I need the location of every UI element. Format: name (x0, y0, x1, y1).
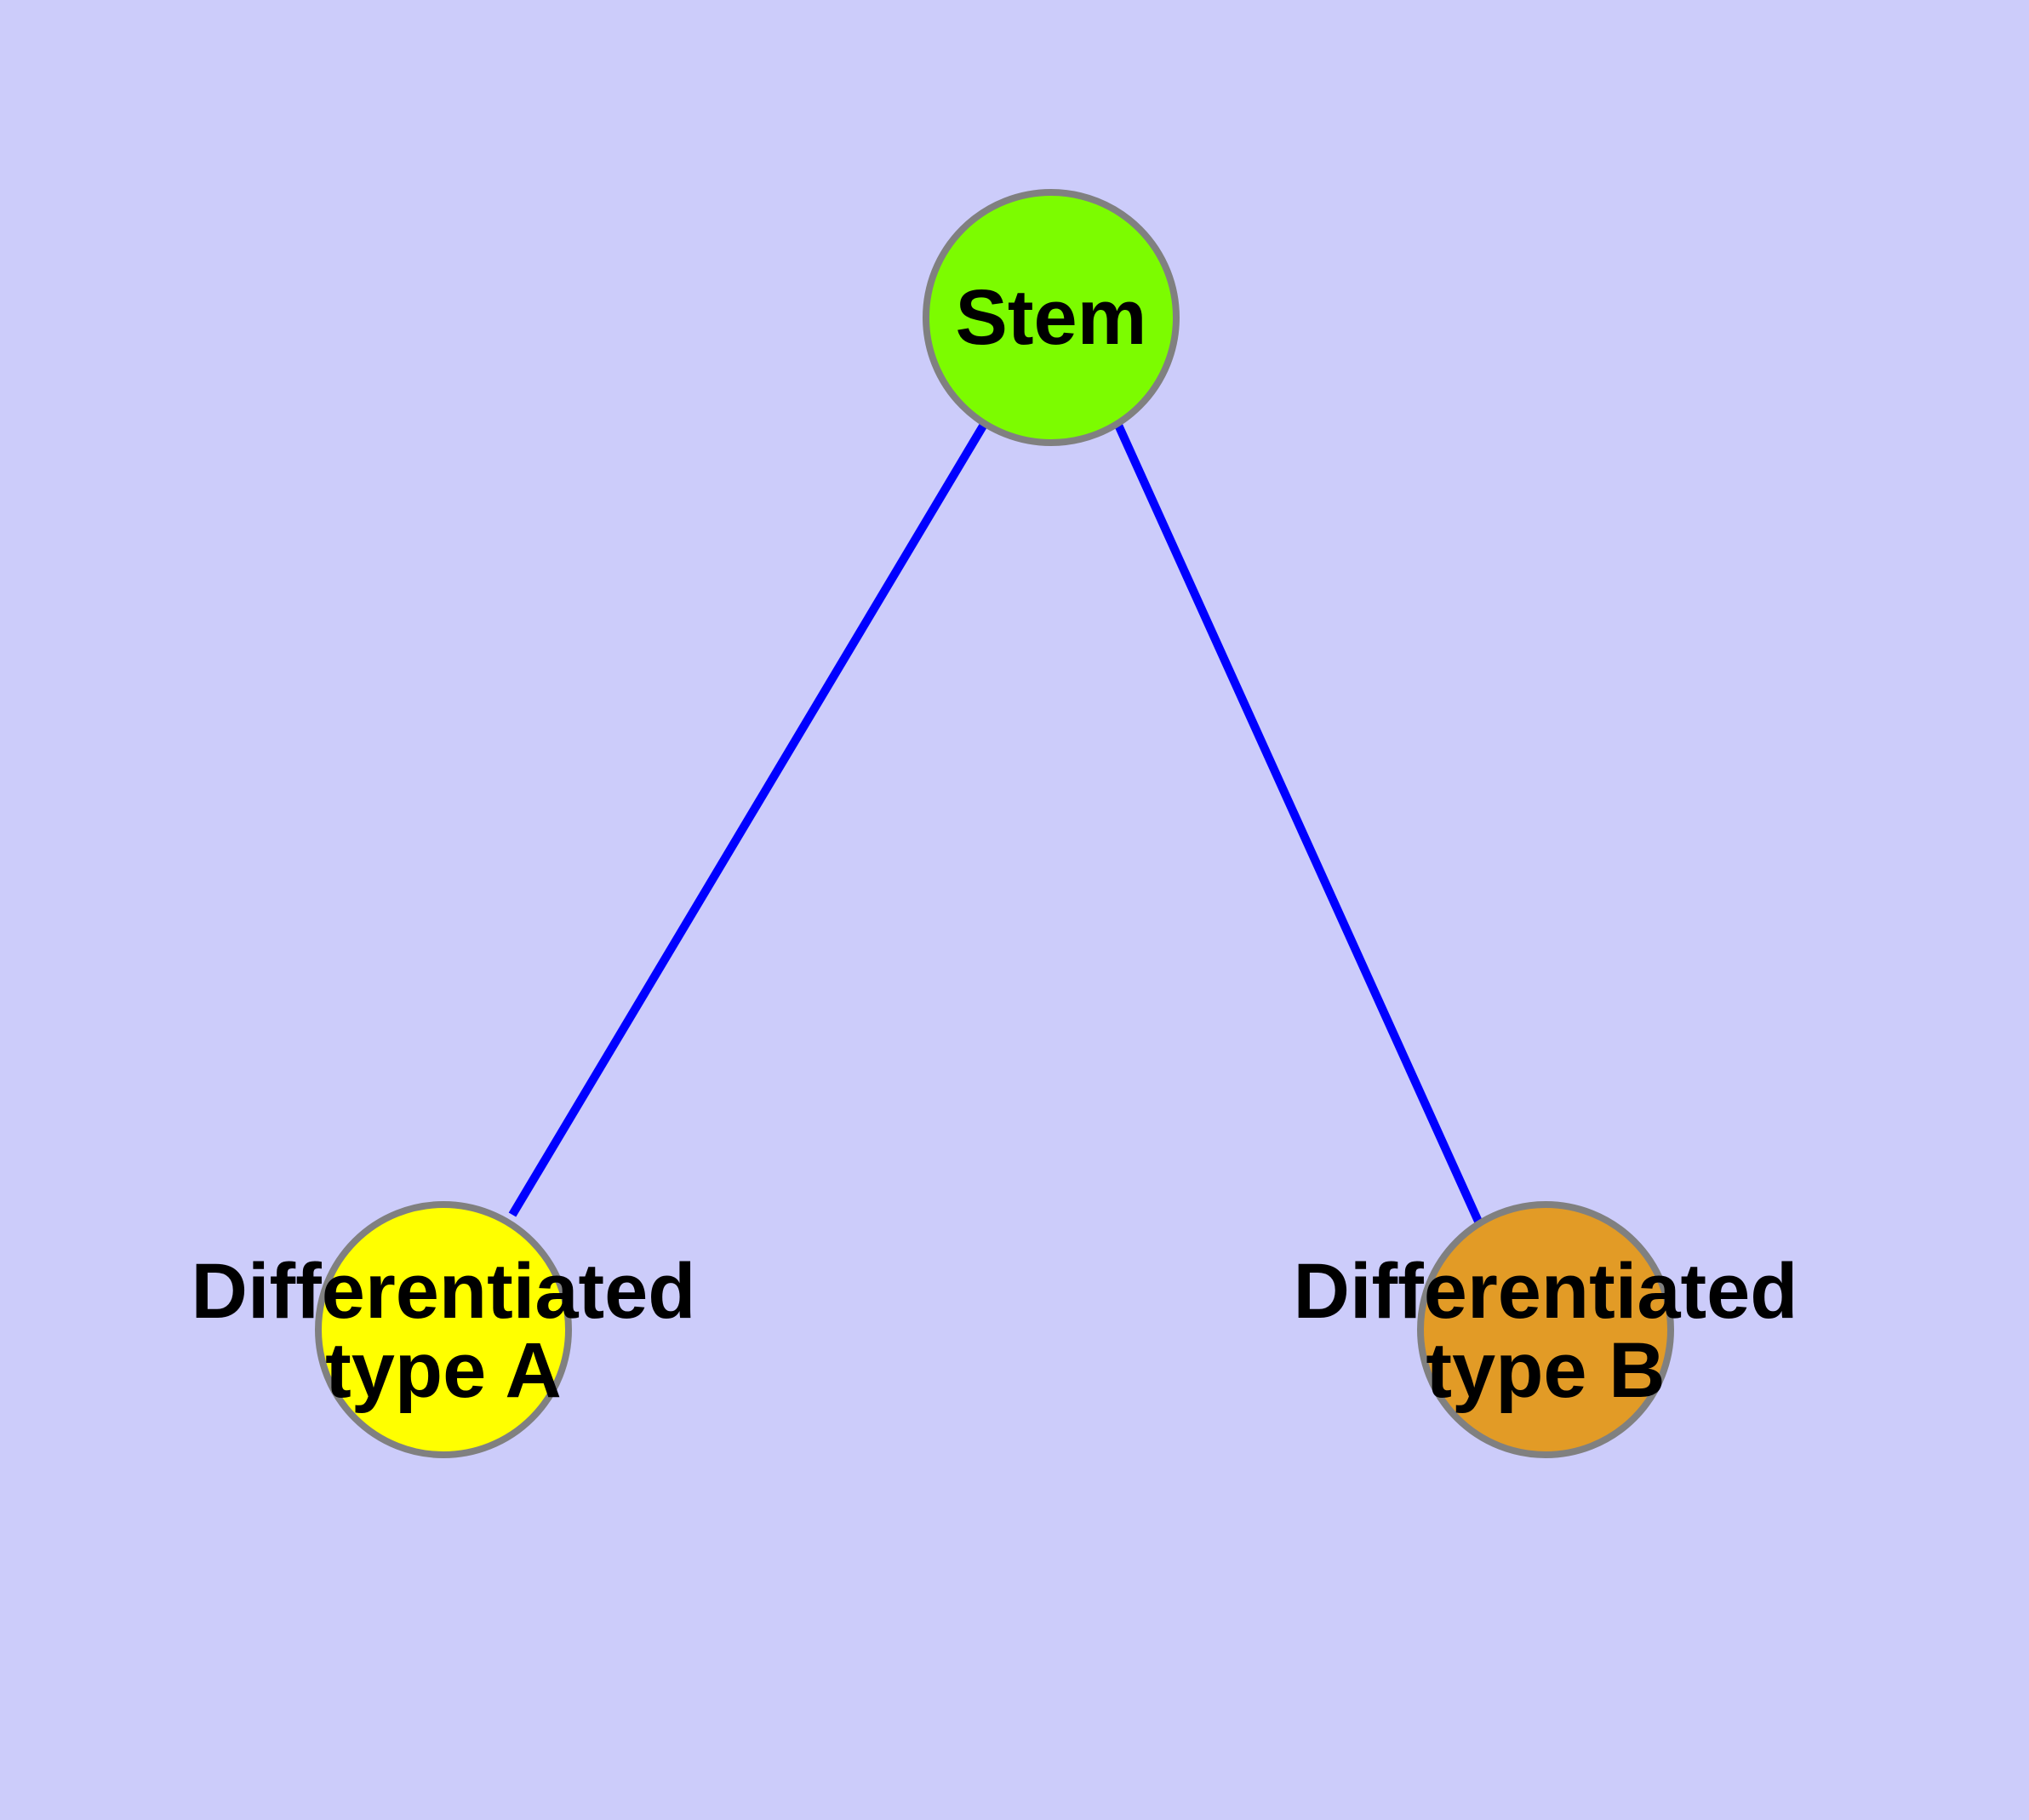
node-label-diff-b-line1: Differentiated (1294, 1248, 1798, 1335)
node-label-diff-b-line2: type B (1426, 1327, 1665, 1414)
edge-stem-to-diff-a[interactable] (508, 421, 989, 1217)
label-layer: Stem Differentiated type A Differentiate… (191, 274, 1798, 1414)
node-layer (315, 189, 1674, 1458)
edge-layer (508, 421, 1483, 1226)
node-label-stem-line1: Stem (956, 274, 1147, 361)
node-diff-a[interactable] (315, 1201, 572, 1458)
edge-stem-to-diff-b[interactable] (1113, 421, 1483, 1226)
node-stem[interactable] (923, 189, 1180, 446)
node-circle-diff-b[interactable] (1417, 1201, 1674, 1458)
node-label-diff-a-line2: type A (325, 1327, 562, 1414)
node-diff-b[interactable] (1417, 1201, 1674, 1458)
node-circle-stem[interactable] (923, 189, 1180, 446)
node-circle-diff-a[interactable] (315, 1201, 572, 1458)
node-label-diff-a-line1: Differentiated (191, 1248, 696, 1335)
